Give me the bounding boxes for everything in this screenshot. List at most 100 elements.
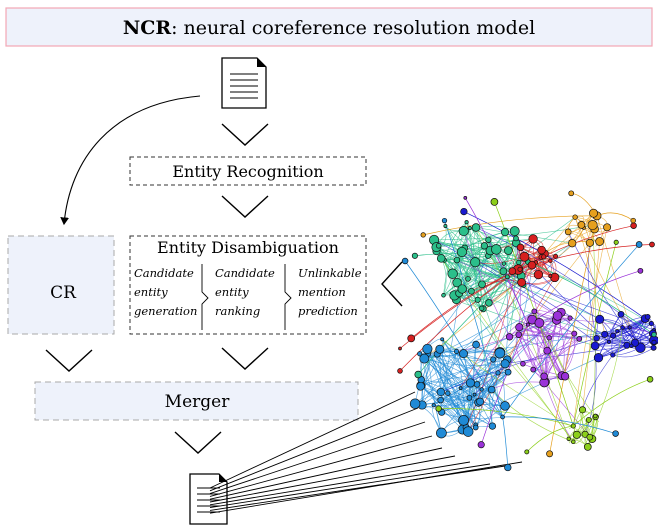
graph-node <box>417 351 423 357</box>
graph-node <box>613 239 619 245</box>
graph-node <box>464 220 469 225</box>
graph-node <box>617 310 625 318</box>
graph-node <box>629 343 634 348</box>
graph-node <box>606 339 611 344</box>
graph-node <box>479 387 484 392</box>
ed-step-unlinkable-prediction: Unlinkable mention prediction <box>298 266 362 318</box>
graph-edge <box>444 221 467 261</box>
brace-icon <box>201 264 209 330</box>
graph-node <box>468 287 475 295</box>
graph-node <box>436 427 447 439</box>
ed-step-line: Candidate <box>134 266 194 280</box>
graph-node <box>623 341 631 349</box>
graph-node <box>447 268 458 279</box>
graph-node <box>465 275 471 282</box>
graph-edge <box>548 337 593 439</box>
ed-step-candidate-generation: Candidate entity generation <box>134 266 197 318</box>
chevron-left-icon <box>381 261 403 307</box>
graph-node <box>644 314 651 320</box>
graph-edge <box>414 363 506 404</box>
graph-edge <box>438 245 483 285</box>
document-icon-top <box>221 57 267 109</box>
graph-edge <box>507 265 533 373</box>
graph-node <box>508 267 517 275</box>
graph-node <box>524 449 530 455</box>
graph-edge <box>582 354 614 410</box>
graph-node <box>543 346 552 355</box>
graph-node <box>458 226 469 237</box>
graph-node <box>570 423 576 429</box>
graph-node <box>546 450 554 458</box>
graph-node <box>500 228 510 237</box>
graph-edge <box>419 250 491 355</box>
graph-node <box>500 401 510 411</box>
graph-node <box>601 330 609 338</box>
graph-node <box>578 406 587 414</box>
graph-node <box>466 394 473 401</box>
connector-line <box>209 435 433 497</box>
graph-node <box>477 441 485 449</box>
graph-node <box>527 260 537 270</box>
connector-line <box>209 465 506 511</box>
graph-node <box>500 414 505 420</box>
graph-edge <box>502 416 509 468</box>
graph-node <box>445 390 451 396</box>
graph-edge <box>463 357 599 421</box>
graph-edge <box>503 271 600 320</box>
graph-edge <box>420 386 493 427</box>
graph-edge <box>444 220 503 418</box>
graph-node <box>435 243 442 249</box>
ed-step-candidate-ranking: Candidate entity ranking <box>215 266 275 318</box>
graph-node <box>513 235 519 242</box>
graph-node <box>519 251 530 262</box>
graph-edge <box>612 347 654 358</box>
ed-step-line: mention <box>298 285 346 299</box>
graph-node <box>409 398 421 409</box>
graph-edge <box>464 197 529 325</box>
brace-icon <box>284 264 292 330</box>
title-rest: : neural coreference resolution model <box>171 17 535 39</box>
graph-node <box>610 352 616 358</box>
graph-node <box>401 257 409 265</box>
graph-node <box>460 207 468 216</box>
graph-node <box>615 329 620 334</box>
graph-node <box>587 220 598 231</box>
graph-node <box>516 259 522 266</box>
graph-edge <box>502 416 616 434</box>
graph-node <box>548 274 553 279</box>
graph-node <box>571 330 578 337</box>
graph-node <box>488 422 497 430</box>
graph-node <box>525 322 530 327</box>
graph-node <box>440 337 445 342</box>
graph-node <box>465 378 475 388</box>
graph-edge <box>612 340 655 356</box>
graph-node <box>585 238 594 247</box>
graph-node <box>630 217 636 224</box>
graph-node <box>491 244 502 255</box>
graph-node <box>504 463 512 472</box>
graph-node <box>576 336 583 342</box>
cr-box <box>7 235 115 335</box>
graph-node <box>564 228 572 236</box>
graph-node <box>586 433 594 441</box>
graph-node <box>649 241 655 248</box>
graph-node <box>651 331 657 338</box>
graph-node <box>467 226 472 230</box>
graph-node <box>572 430 581 439</box>
graph-node <box>537 245 546 255</box>
graph-node <box>490 356 497 363</box>
graph-node <box>478 280 486 289</box>
graph-node <box>504 368 512 376</box>
graph-node <box>530 366 537 373</box>
graph-node <box>443 224 448 228</box>
entity-disambiguation-label: Entity Disambiguation <box>157 238 339 257</box>
connector-line <box>209 407 419 492</box>
graph-node <box>540 372 548 381</box>
graph-edge <box>543 318 571 377</box>
graph-node <box>485 236 492 243</box>
graph-node <box>462 426 474 437</box>
graph-edge <box>475 384 482 426</box>
graph-node <box>509 226 520 237</box>
graph-node <box>431 403 436 408</box>
